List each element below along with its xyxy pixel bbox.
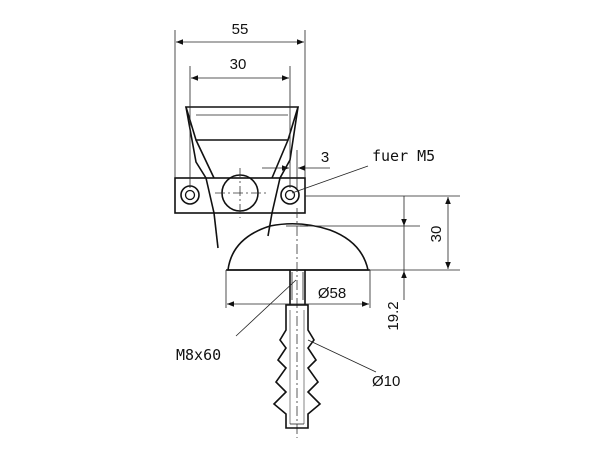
left-screw-hole [180, 185, 200, 205]
bolt [289, 270, 306, 305]
bolt-callout: M8x60 [176, 279, 297, 364]
dim-offset: 3 [262, 149, 330, 190]
dim-pin-length: 19.2 [385, 196, 407, 331]
right-screw-hole [280, 185, 300, 205]
dome [226, 222, 370, 271]
dowel-label: Ø10 [372, 373, 400, 390]
screw-label: fuer M5 [372, 147, 435, 165]
bolt-label: M8x60 [176, 346, 221, 364]
dim-label-19-2: 19.2 [385, 301, 402, 330]
dowel [272, 304, 322, 429]
dim-label-3: 3 [321, 149, 329, 166]
dim-dome-diameter: Ø58 [225, 270, 371, 308]
dim-inner-width: 30 [189, 56, 291, 188]
dim-label-30: 30 [230, 56, 247, 73]
dowel-callout: Ø10 [307, 339, 400, 390]
mounting-bracket [174, 106, 369, 249]
dim-label-55: 55 [232, 21, 249, 38]
dim-overall-width: 55 [174, 21, 306, 178]
dim-height: 30 [300, 195, 460, 271]
dim-label-height: 30 [428, 226, 445, 243]
dim-label-dome: Ø58 [318, 285, 346, 302]
